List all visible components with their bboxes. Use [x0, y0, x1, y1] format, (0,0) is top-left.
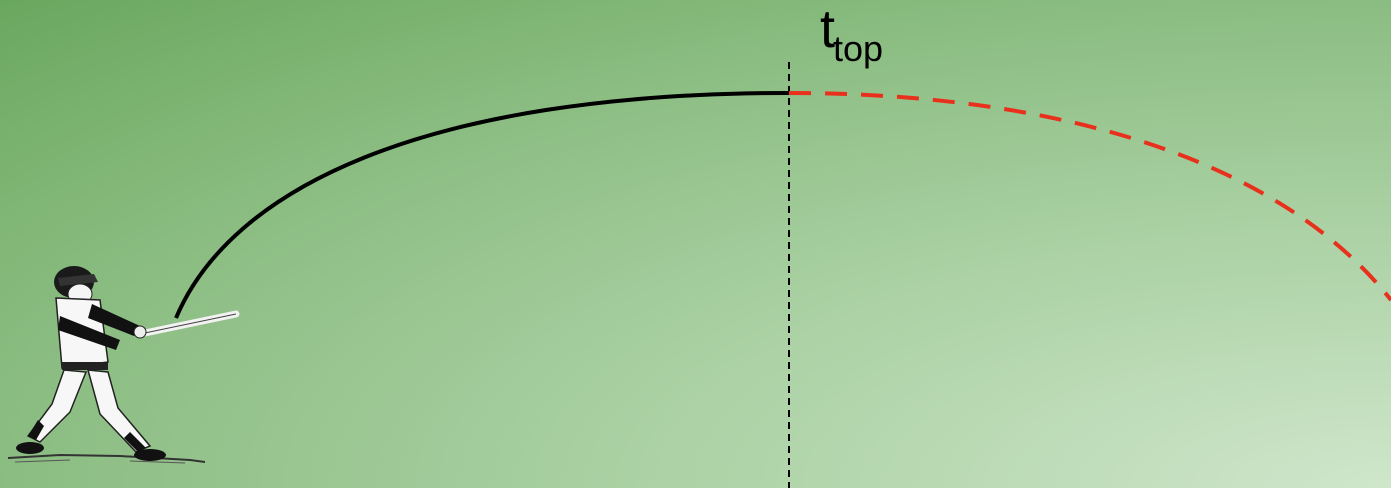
peak-label-base: t	[820, 0, 836, 59]
dashed-trajectory	[788, 91, 1391, 302]
batter-figure	[7, 266, 240, 464]
peak-label-subscript: top	[833, 28, 884, 69]
peak-time-label: ttop	[820, 0, 883, 67]
solid-trajectory	[174, 91, 790, 319]
